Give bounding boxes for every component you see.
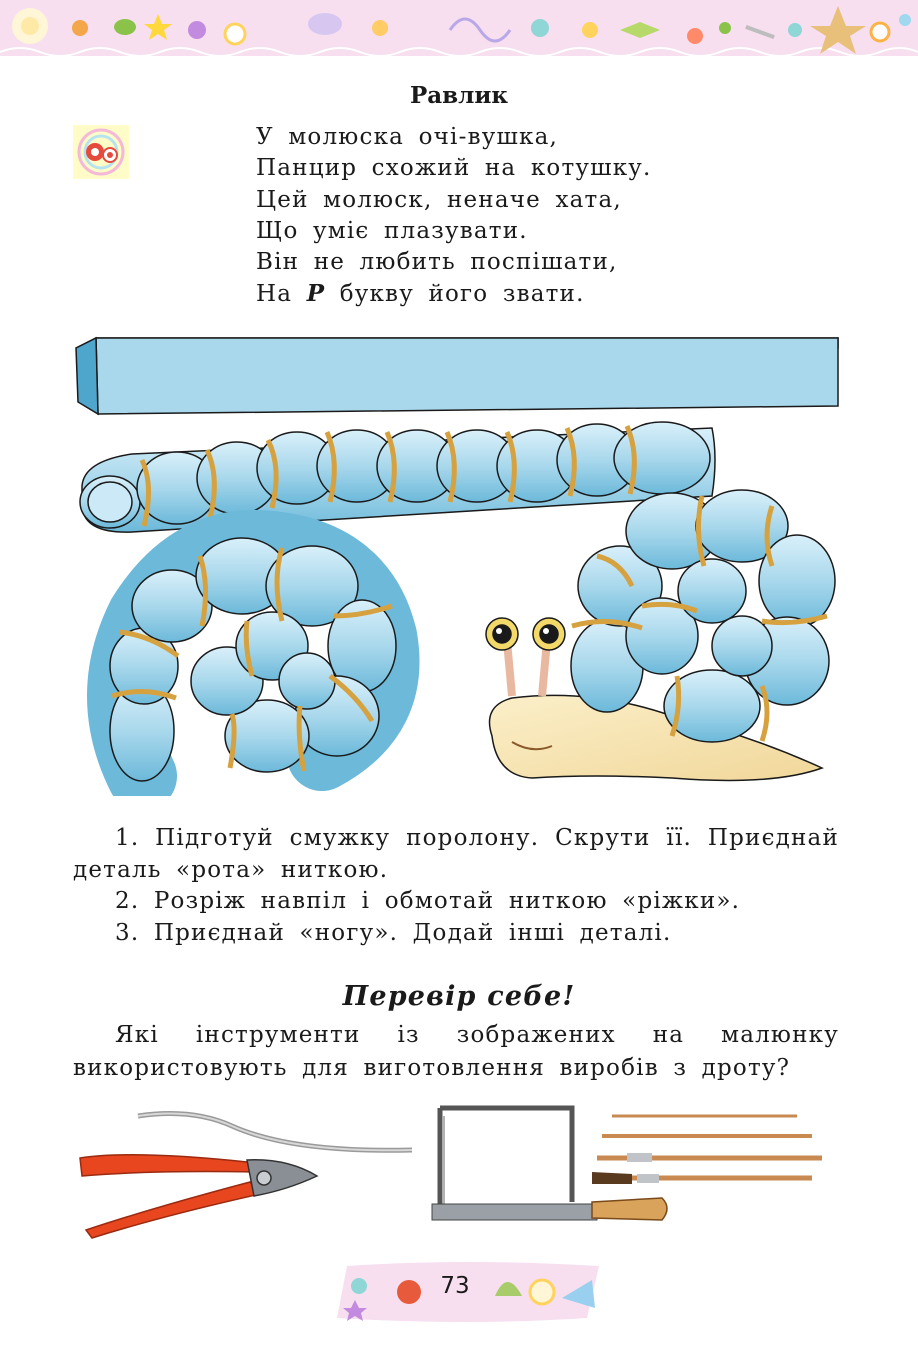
poem-last-line-start: На — [256, 281, 307, 308]
poem-last-line: На Р букву його звати. — [256, 278, 652, 310]
poem-line: Що уміє плазувати. — [256, 217, 528, 244]
poem: У молюска очі-вушка, Панцир схожий на ко… — [256, 122, 652, 311]
header-decoration — [0, 0, 918, 56]
foam-spiral — [87, 509, 420, 796]
poem-line: Цей молюск, неначе хата, — [256, 186, 622, 213]
snail-craft-illustration — [75, 336, 839, 796]
poem-highlight-letter: Р — [306, 280, 326, 308]
instruction-step: 2. Розріж навпіл і обмотай ниткою «ріжки… — [115, 888, 741, 914]
poem-last-line-end: букву його звати. — [325, 281, 585, 308]
instruction-step: 3. Приєднай «ногу». Додай інші деталі. — [115, 919, 672, 946]
snail-craft — [485, 489, 836, 782]
footer-decoration — [337, 1262, 599, 1322]
poem-line: Він не любить поспішати, — [256, 249, 618, 276]
check-question: Які інструменти із зображених на малюнку… — [73, 1022, 839, 1081]
page-number: 73 — [440, 1273, 470, 1299]
tools-illustration — [79, 1105, 822, 1239]
instructions: 1. Підготуй смужку поролону. Скрути її. … — [73, 823, 839, 949]
foam-twisted-roll — [79, 421, 716, 533]
pliers-with-wire — [79, 1111, 413, 1239]
poem-line: У молюска очі-вушка, — [256, 124, 559, 150]
poem-line: Панцир схожий на котушку. — [256, 155, 652, 182]
brushes — [592, 1114, 822, 1184]
instruction-step: 1. Підготуй смужку поролону. Скрути її. … — [73, 825, 839, 883]
page-title: Равлик — [409, 82, 509, 109]
check-yourself-heading: Перевір себе! — [342, 981, 576, 1012]
fretsaw — [431, 1105, 668, 1221]
foam-strip — [75, 336, 839, 416]
flower-badge-icon — [73, 125, 129, 179]
